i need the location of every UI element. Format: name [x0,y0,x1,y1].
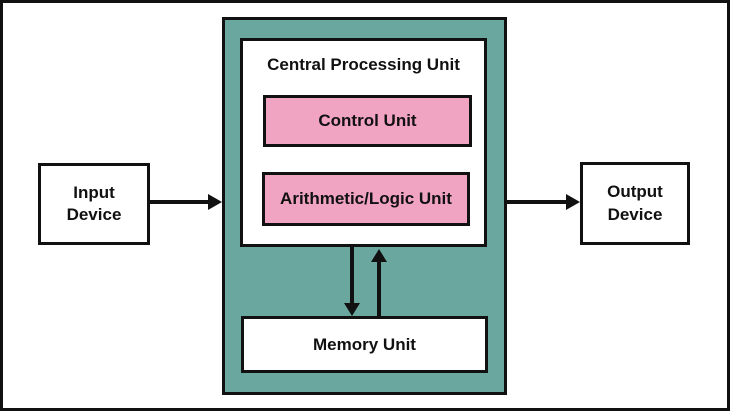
alu-box: Arithmetic/Logic Unit [262,172,470,226]
input-device-label-line2: Device [66,205,122,224]
arrow-input-to-cpu-line [150,200,210,204]
output-device-label-line2: Device [607,204,663,224]
cpu-title: Central Processing Unit [267,55,460,74]
arrow-cpu-to-output-head-icon [566,194,580,210]
input-device-box: Input Device [38,163,150,245]
arrow-memory-to-cpu-line [377,261,381,316]
arrow-cpu-to-output-line [507,200,567,204]
cpu-inner-box: Central Processing Unit Control Unit Ari… [240,38,487,247]
control-unit-label: Control Unit [318,111,417,130]
cpu-box: Central Processing Unit Control Unit Ari… [222,17,507,395]
memory-unit-box: Memory Unit [241,316,488,373]
arrow-input-to-cpu-head-icon [208,194,222,210]
output-device-box: Output Device [580,162,690,245]
arrow-cpu-to-memory-line [350,247,354,304]
arrow-cpu-to-memory-head-icon [344,303,360,316]
input-device-label: Input Device [67,182,122,226]
alu-label: Arithmetic/Logic Unit [280,189,452,208]
output-device-label-line1: Output [607,182,663,202]
memory-unit-label: Memory Unit [313,334,416,354]
arrow-memory-to-cpu-head-icon [371,249,387,262]
input-device-label-line1: Input [73,182,115,202]
control-unit-box: Control Unit [263,95,472,147]
output-device-label: Output Device [607,181,663,225]
